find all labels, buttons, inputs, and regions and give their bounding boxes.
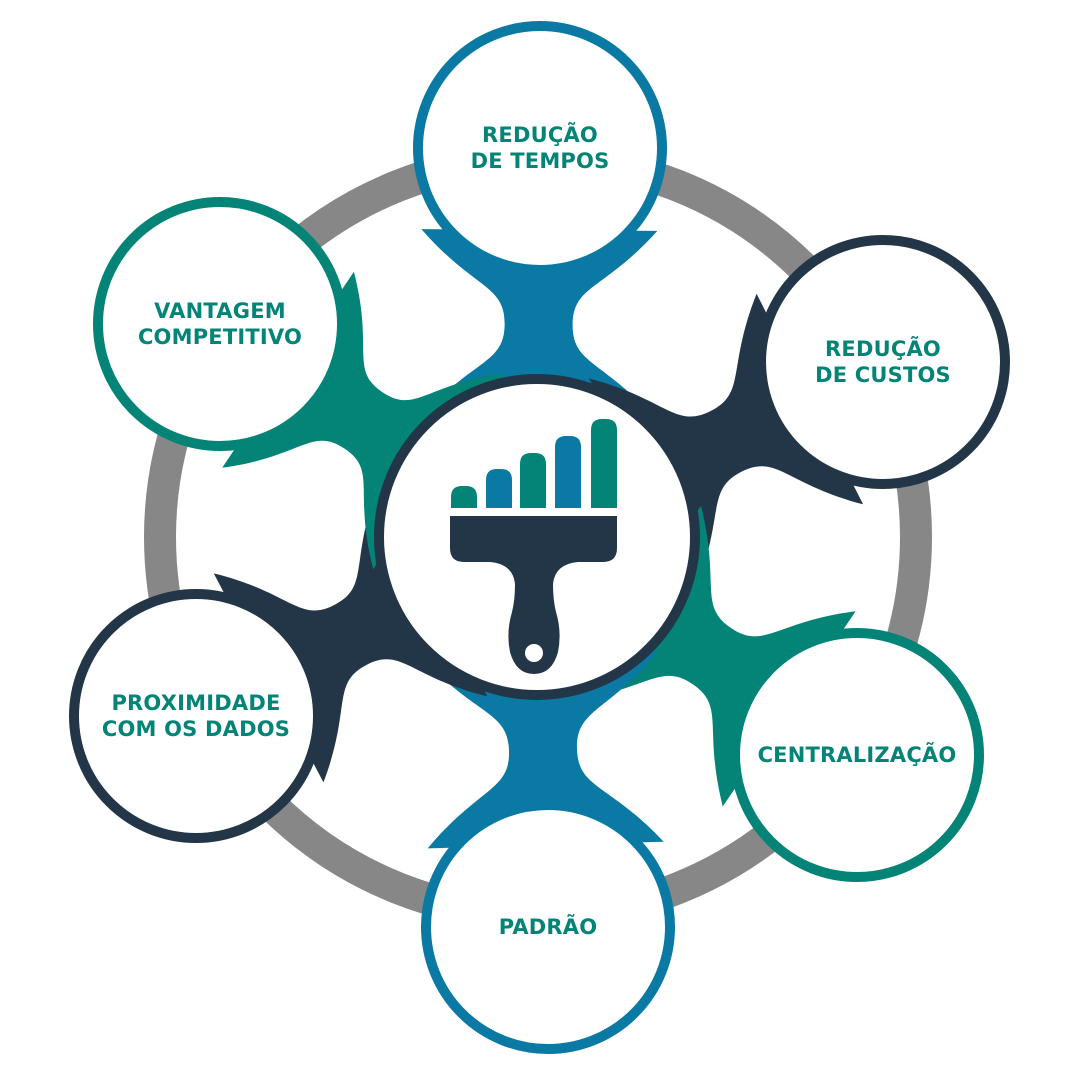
node-label: PADRÃO (499, 914, 598, 939)
node-circle (413, 21, 667, 275)
connector-reducao-tempos (419, 229, 658, 420)
node-label: DE TEMPOS (471, 149, 610, 173)
node-label: DE CUSTOS (815, 363, 951, 387)
bar-icon (591, 419, 617, 508)
connector-reducao-custos (589, 293, 864, 590)
node-label: COMPETITIVO (138, 325, 302, 349)
connector-padrao (422, 651, 664, 849)
connector-vantagem-competitivo (222, 271, 505, 570)
node-label: REDUÇÃO (482, 122, 598, 147)
node-circle (756, 235, 1010, 489)
paint-brush-bar-chart-icon (450, 419, 617, 674)
bar-icon (520, 453, 546, 508)
node-label: COM OS DADOS (102, 717, 290, 741)
node-circle (93, 197, 347, 451)
bar-icon (451, 486, 477, 508)
node-label: PROXIMIDADE (111, 691, 280, 715)
connector-proximidade-dados (213, 487, 488, 783)
node-label: VANTAGEM (154, 299, 286, 323)
brush-hole (525, 644, 543, 662)
center-hub (374, 374, 700, 700)
node-label: CENTRALIZAÇÃO (758, 742, 957, 767)
bar-icon (555, 436, 581, 508)
node-circle (421, 800, 675, 1054)
node-circle (69, 589, 323, 843)
node-label: REDUÇÃO (825, 336, 941, 361)
node-circle (730, 628, 984, 882)
bar-icon (486, 469, 512, 508)
node-padrao: PADRÃO (421, 800, 675, 1054)
connectors (213, 229, 864, 849)
connector-centralizacao (568, 505, 856, 807)
node-centralizacao: CENTRALIZAÇÃO (730, 628, 984, 882)
brush-icon (450, 516, 617, 674)
